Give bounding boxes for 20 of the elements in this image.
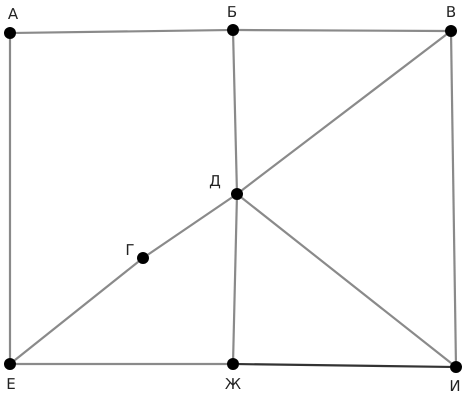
line-segment [14, 260, 139, 362]
line-segment [239, 28, 445, 32]
line-segment [238, 362, 450, 368]
line-segment [241, 34, 447, 192]
point-label: Б [226, 3, 238, 21]
point-label: В [446, 3, 456, 21]
point-label: Е [6, 375, 16, 393]
point-label: Г [125, 241, 135, 259]
point-label: А [8, 5, 18, 23]
point-label: И [449, 377, 461, 395]
line-segment [16, 28, 228, 34]
point-label: Д [209, 172, 221, 190]
point-label: Ж [224, 375, 242, 393]
line-segment [232, 200, 238, 358]
line-segment [16, 362, 227, 366]
line-segment [241, 196, 452, 364]
line-segment [8, 39, 12, 358]
line-segment [450, 36, 457, 362]
line-segment [147, 196, 233, 256]
line-segment [232, 36, 238, 188]
